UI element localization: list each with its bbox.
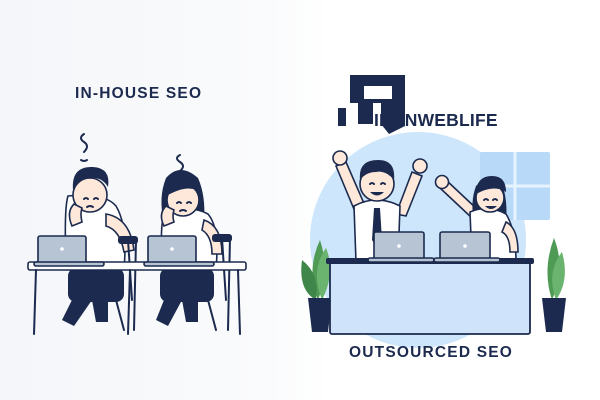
outsourced-seo-label: OUTSOURCED SEO xyxy=(349,344,514,361)
plant-icon xyxy=(301,240,332,332)
stress-swirl-icon xyxy=(80,133,88,162)
inhouse-seo-label: IN-HOUSE SEO xyxy=(75,85,203,102)
laptop-icon xyxy=(33,235,105,267)
stressed-man xyxy=(62,166,135,326)
laptop-icon xyxy=(143,235,215,267)
cheering-woman xyxy=(434,174,519,263)
laptop-icon xyxy=(367,231,435,263)
desk xyxy=(326,258,534,335)
outsourced-scene xyxy=(301,132,566,348)
brand-name: IRANWEBLIFE xyxy=(374,110,498,130)
brand-logo-icon xyxy=(338,75,405,134)
inhouse-scene xyxy=(27,133,247,335)
laptop-icon xyxy=(433,231,501,263)
plant-icon xyxy=(542,238,566,332)
